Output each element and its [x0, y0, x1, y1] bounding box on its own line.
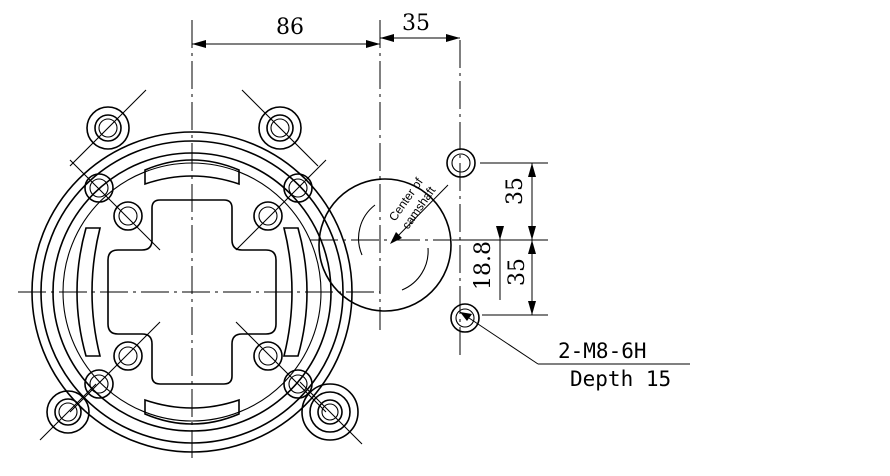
thread-note-line2: Depth 15: [570, 367, 671, 391]
mount-hole-bottom-left: [39, 383, 97, 441]
dim-18-8: 18.8: [471, 241, 496, 290]
threaded-holes: [446, 148, 480, 333]
thread-note-line1: 2-M8-6H: [558, 339, 647, 363]
mount-hole-top-right: [241, 89, 319, 167]
inner-bolt-holes: [69, 159, 327, 413]
cross-pocket: [107, 199, 277, 385]
dimension-lines: [192, 34, 548, 316]
camshaft-leader: [390, 184, 449, 244]
mount-hole-top-left: [69, 89, 147, 167]
dim-86: 86: [276, 15, 304, 40]
flange-body: [31, 131, 353, 453]
dim-35-lower: 35: [505, 258, 530, 286]
dim-35-upper: 35: [503, 177, 528, 205]
thread-leader: [459, 311, 690, 365]
flange-slots: [76, 159, 308, 425]
dim-35-top: 35: [402, 11, 430, 36]
mount-hole-bottom-right: [299, 381, 363, 445]
outer-mounting-holes: [39, 89, 363, 445]
camshaft-circle: [318, 178, 452, 312]
